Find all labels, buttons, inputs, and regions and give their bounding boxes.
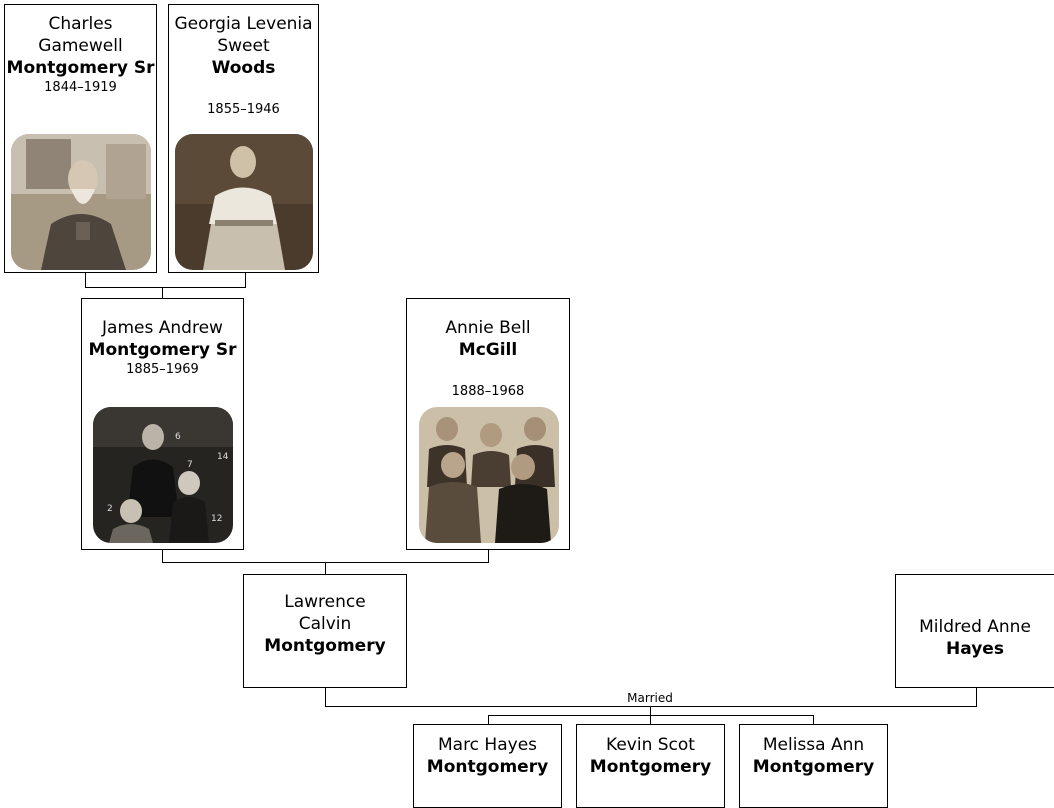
- given-name: Mildred Anne: [919, 617, 1031, 637]
- surname: Montgomery: [589, 757, 712, 777]
- given-name: Georgia Levenia Sweet: [174, 14, 313, 56]
- person-card-georgia[interactable]: Georgia Levenia Sweet Woods 1855–1946: [168, 4, 319, 273]
- person-card-charles[interactable]: Charles Gamewell Montgomery Sr 1844–1919: [4, 4, 157, 273]
- connector-line: [488, 715, 814, 716]
- person-card-melissa[interactable]: Melissa Ann Montgomery: [739, 724, 888, 808]
- connector-line: [813, 715, 814, 724]
- photo-label: 14: [217, 452, 229, 462]
- surname: Montgomery: [426, 757, 549, 777]
- connector-line: [162, 287, 163, 299]
- person-card-james[interactable]: James Andrew Montgomery Sr 1885–1969 6 7…: [81, 298, 244, 550]
- portrait-photo: [11, 134, 151, 270]
- life-dates: 1844–1919: [44, 80, 117, 95]
- surname: Hayes: [946, 639, 1004, 659]
- photo-label: 12: [211, 514, 222, 524]
- life-dates: 1855–1946: [207, 102, 280, 117]
- surname: Montgomery: [752, 757, 875, 777]
- surname: Montgomery Sr: [6, 58, 155, 78]
- given-name: Marc Hayes: [437, 735, 538, 755]
- life-dates: 1885–1969: [126, 362, 199, 377]
- given-name: Melissa Ann: [762, 735, 865, 755]
- given-name: Lawrence Calvin: [284, 592, 366, 634]
- connector-line: [976, 687, 977, 707]
- surname: McGill: [458, 340, 518, 360]
- family-photo: 6 7 14 2 12: [93, 407, 233, 543]
- given-name: Annie Bell: [445, 318, 531, 338]
- person-card-lawrence[interactable]: Lawrence Calvin Montgomery: [243, 574, 407, 688]
- photo-label: 6: [175, 432, 181, 442]
- connector-line: [650, 706, 651, 716]
- person-card-marc[interactable]: Marc Hayes Montgomery: [413, 724, 562, 808]
- connector-line: [85, 287, 246, 288]
- connector-line: [325, 687, 326, 707]
- connector-line: [488, 715, 489, 724]
- given-name: James Andrew: [102, 318, 223, 338]
- marriage-line: [325, 706, 977, 707]
- person-card-mildred[interactable]: Mildred Anne Hayes: [895, 574, 1054, 688]
- life-dates: 1888–1968: [451, 384, 525, 399]
- connector-line: [162, 549, 163, 563]
- photo-label: 2: [107, 504, 113, 514]
- photo-label: 7: [187, 460, 193, 470]
- connector-line: [325, 562, 326, 574]
- person-card-kevin[interactable]: Kevin Scot Montgomery: [576, 724, 725, 808]
- surname: Montgomery: [264, 636, 386, 656]
- connector-line: [650, 715, 651, 724]
- connector-line: [85, 272, 86, 288]
- given-name: Kevin Scot: [606, 735, 695, 755]
- married-label: Married: [627, 691, 673, 705]
- family-photo: [419, 407, 559, 543]
- connector-line: [488, 549, 489, 563]
- surname: Montgomery Sr: [88, 340, 237, 360]
- portrait-photo: [175, 134, 313, 270]
- connector-line: [245, 272, 246, 288]
- surname: Woods: [211, 58, 276, 78]
- person-card-annie[interactable]: Annie Bell McGill 1888–1968: [406, 298, 570, 550]
- given-name: Charles Gamewell: [38, 14, 123, 56]
